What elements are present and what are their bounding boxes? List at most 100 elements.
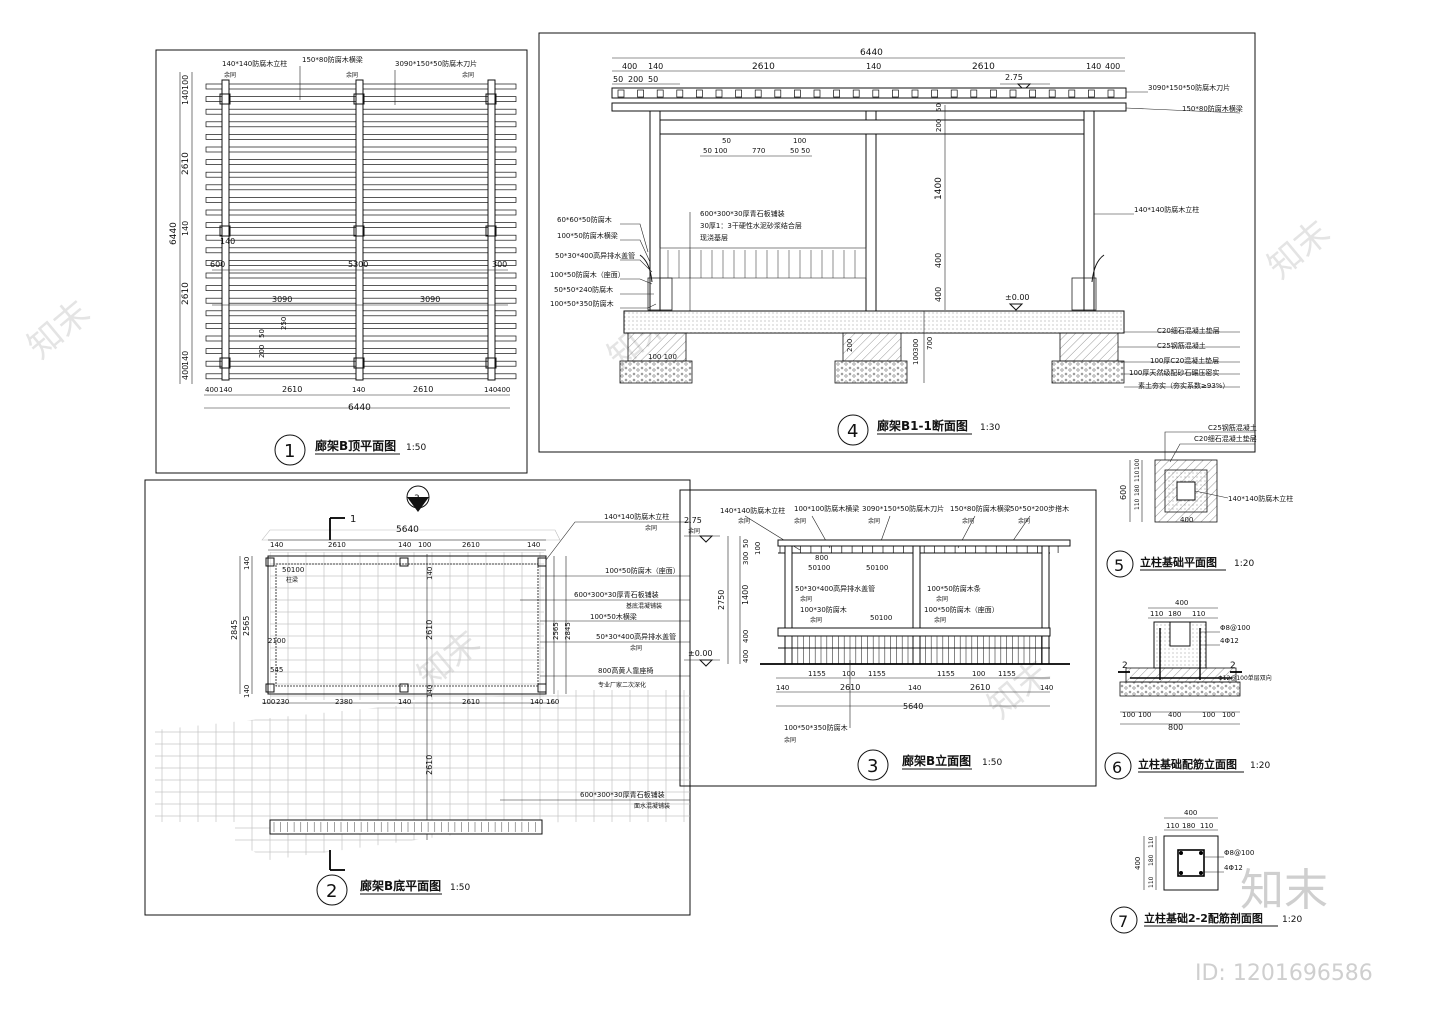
post-square [485,93,497,105]
dim-text: 2750 [717,590,726,610]
label-rail: 100*50防腐木条 [927,584,981,593]
post-square [485,357,497,369]
post [1041,545,1050,665]
view-number-circle [316,874,348,906]
dim-text: 5300 [348,260,368,269]
post-square [353,357,365,369]
label-same: 余同 [630,644,642,652]
section-square [1163,835,1219,891]
dim-text: 400 [497,386,510,394]
level-text: ±0.00 [688,649,713,658]
dim-text: 400 [622,62,637,71]
dim-text: 140 [181,351,190,366]
view-section: 6440 400 140 2610 140 2610 140 400 50 20… [538,32,1256,453]
post [865,110,877,312]
dim-text: 100 [1134,458,1141,470]
dim-text: 180 [1182,822,1195,830]
dim-text: 110 [1134,498,1141,510]
dim-text: 50 [648,75,658,84]
dim-text: 600 [1119,485,1128,500]
leader [1194,490,1229,499]
dim-text: 50100 [282,566,304,574]
label-beam: 150*80防腐木横梁 [302,55,363,64]
rafter-end [1088,89,1095,98]
dim-text: 140 [1040,684,1053,692]
lower-bench [269,819,543,835]
label-paving1: 600*300*30厚青石板铺装 [574,590,659,599]
lower-bench-slats [273,822,536,832]
view-title: 立柱基础平面图 [1140,555,1217,569]
dim-text: 6440 [348,403,371,413]
beam-line [487,79,496,381]
rafter-end [735,89,742,98]
view-scale: 1:50 [450,883,470,893]
dim-text: 50 100 [703,147,728,155]
label-c2: C25钢筋混凝土 [1157,341,1206,350]
post-stub [1169,621,1191,647]
label-note: 专业厂家二次深化 [598,681,646,689]
rafter-end [990,89,997,98]
label-same: 余同 [784,736,796,744]
post-square [265,683,275,693]
dim-text: 600 [210,260,225,269]
rafter-end [872,89,880,98]
leader [620,303,657,309]
post-square [399,557,409,567]
leader [620,239,651,263]
bench-slats [667,250,856,278]
level-marker [698,535,714,543]
dim-text: 100 [418,541,431,549]
beam-line [221,79,230,381]
label-same: 余同 [688,527,700,535]
rafter-end [715,89,723,98]
dim-text: 2610 [328,541,346,549]
rafter-band [777,539,1071,547]
crossbeam [659,119,1085,135]
rafter-end [931,89,938,98]
rafter-end [637,89,644,98]
label-beam: 150*80防腐木横梁 [950,504,1011,513]
dim-text: 2845 [564,622,572,640]
rafter-end [676,89,684,98]
level-text: ±0.00 [1005,293,1030,302]
rafter-end [892,89,899,98]
post [912,545,921,665]
dim-text: 50100 [866,564,888,572]
dim-text: 2610 [282,385,302,394]
dim-text: 5640 [903,702,923,711]
label-same: 余同 [810,616,822,624]
dim-text: 2610 [425,620,434,640]
dim-text: 110 [1150,610,1163,618]
dim-text: 50 50 [790,147,810,155]
view-scale: 1:20 [1282,915,1302,925]
dim-text: 300 [912,339,920,352]
dim-text: 140 [270,541,283,549]
dim-text: 110 [1148,876,1155,888]
view-number: 6 [1112,758,1122,777]
label-same: 余同 [462,71,474,79]
label-same: 余同 [224,71,236,79]
view-number: 5 [1114,556,1124,575]
dim-text: 2845 [230,620,239,640]
dim-text: 400 [742,630,750,643]
dim-text: 140 [648,62,663,71]
view-top-plan: 140*140防腐木立柱 150*80防腐木横梁 3090*150*50防腐木刀… [155,49,528,474]
dim-text: 5640 [396,525,419,535]
label-r2: 4Φ12 [1220,637,1239,645]
view-scale: 1:20 [1250,761,1270,771]
view-col-rebar-elev: 400 110 180 110 Φ8@100 4Φ12 Φ12@100单层双向 … [1104,599,1272,780]
label-rafter: 3090*150*50防腐木刀片 [862,504,944,513]
rafter-ends [617,89,1115,98]
paving-slab-fill [624,311,1124,333]
dim-text: 230 [276,698,289,706]
dim-text: 180 [1168,610,1181,618]
dim-text: 140 [866,62,881,71]
rafter-end [1068,89,1076,98]
leader [620,278,653,285]
dim-text: 110 [1200,822,1213,830]
leader [545,521,690,561]
dim-text: 140 [181,221,190,236]
footing-base [619,360,693,384]
label-rafter: 3090*150*50防腐木刀片 [1148,83,1230,92]
dim-text: 400 [1105,62,1120,71]
